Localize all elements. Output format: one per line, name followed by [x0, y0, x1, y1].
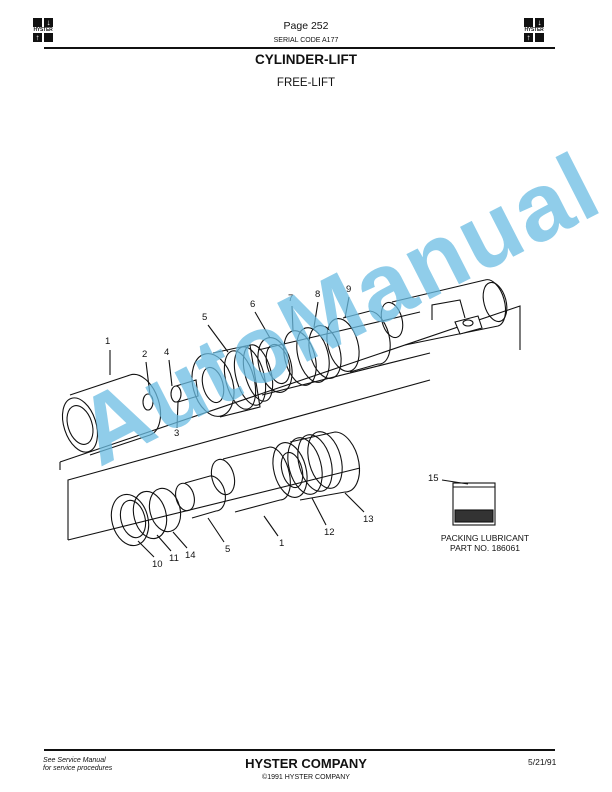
callout-15: 15	[428, 473, 439, 484]
callout-7: 7	[288, 293, 294, 304]
company-name: HYSTER COMPANY	[245, 756, 367, 771]
footer-rule	[44, 749, 555, 751]
callout-1: 1	[105, 336, 111, 347]
copyright: ©1991 HYSTER COMPANY	[262, 774, 350, 781]
callout-13: 13	[363, 514, 374, 525]
callout-1-lower: 1	[279, 538, 285, 549]
serial-code: SERIAL CODE A177	[273, 37, 339, 44]
callout-5: 5	[202, 312, 208, 323]
callout-2: 2	[142, 349, 148, 360]
arrow-up-icon: ↑	[526, 33, 531, 42]
page-title: CYLINDER-LIFT	[255, 52, 357, 67]
arrow-down-icon: ↓	[537, 18, 542, 27]
header-rule	[44, 47, 555, 49]
callout-9: 9	[346, 284, 352, 295]
page-subtitle: FREE-LIFT	[276, 77, 336, 89]
callout-5-lower: 5	[225, 544, 231, 555]
callout-8: 8	[315, 289, 321, 300]
arrow-down-icon: ↓	[46, 18, 51, 27]
callout-3: 3	[174, 428, 180, 439]
revision-date: 5/21/91	[528, 757, 557, 767]
exploded-parts-diagram	[59, 279, 521, 558]
arrow-up-icon: ↑	[35, 33, 40, 42]
page-number: Page 252	[283, 20, 329, 32]
callout-10: 10	[152, 559, 163, 570]
callout-11: 11	[169, 553, 179, 564]
callout-14: 14	[185, 550, 196, 561]
hyster-logo-right: ↓ HYSTER ↑	[524, 18, 544, 42]
hyster-logo-left: ↓ HYSTER ↑	[33, 18, 53, 42]
callout-6: 6	[250, 299, 256, 310]
callout-12: 12	[324, 527, 335, 538]
callout-4: 4	[164, 347, 170, 358]
lubricant-label: PACKING LUBRICANT PART NO. 186061	[440, 533, 530, 553]
service-note: See Service Manual for service procedure…	[43, 757, 113, 772]
